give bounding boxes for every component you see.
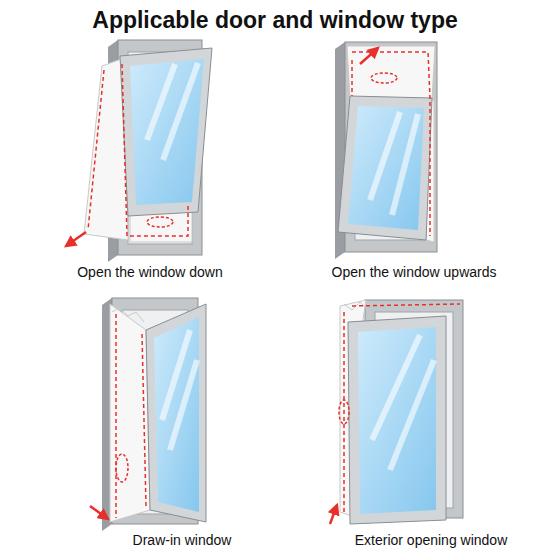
window-up-figure-part xyxy=(360,48,378,64)
exterior-opening-figure-part xyxy=(358,327,436,514)
window-down-figure-part xyxy=(66,232,86,246)
window-down-figure-part xyxy=(120,48,212,216)
draw-in-figure xyxy=(90,298,206,531)
window-down-figure-part xyxy=(163,63,198,160)
exterior-opening-figure-part xyxy=(339,400,349,424)
exterior-opening-figure-part xyxy=(330,505,337,524)
window-up-figure-part xyxy=(371,73,397,83)
exterior-opening-figure-part xyxy=(343,312,345,512)
draw-in-figure-part xyxy=(142,334,146,506)
window-up-figure-part xyxy=(370,112,400,200)
window-type-caption: Draw-in window xyxy=(133,532,232,548)
draw-in-figure-part xyxy=(115,314,117,518)
exterior-opening-figure-part xyxy=(390,360,434,470)
draw-in-figure-part xyxy=(170,360,197,450)
window-type-caption: Open the window upwards xyxy=(332,264,497,280)
window-down-figure xyxy=(66,40,212,262)
exterior-opening-figure-part xyxy=(372,335,420,440)
window-up-figure xyxy=(335,42,437,259)
window-down-figure-part xyxy=(88,70,104,230)
draw-in-figure-part xyxy=(110,304,150,522)
window-down-figure-part xyxy=(130,59,204,205)
window-up-figure-part xyxy=(338,96,432,240)
exterior-opening-figure xyxy=(330,300,463,524)
window-up-figure-part xyxy=(351,60,353,96)
window-up-figure-part xyxy=(348,106,424,230)
window-down-figure-part xyxy=(122,64,188,236)
window-up-figure-part xyxy=(392,114,418,215)
exterior-opening-figure-part xyxy=(348,316,446,524)
window-type-caption: Open the window down xyxy=(77,264,223,280)
draw-in-figure-part xyxy=(90,506,108,519)
draw-in-figure-part xyxy=(154,317,199,512)
draw-in-figure-part xyxy=(116,454,128,482)
window-up-figure-part xyxy=(352,52,430,236)
window-up-figure-part xyxy=(347,46,435,100)
diagram-title: Applicable door and window type xyxy=(92,7,457,34)
window-down-figure-part xyxy=(147,217,173,227)
draw-in-figure-part xyxy=(112,308,144,322)
window-type-caption: Exterior opening window xyxy=(355,532,508,548)
exterior-opening-figure-part xyxy=(352,304,460,306)
window-down-figure-part xyxy=(147,64,175,140)
draw-in-figure-part xyxy=(146,304,206,522)
